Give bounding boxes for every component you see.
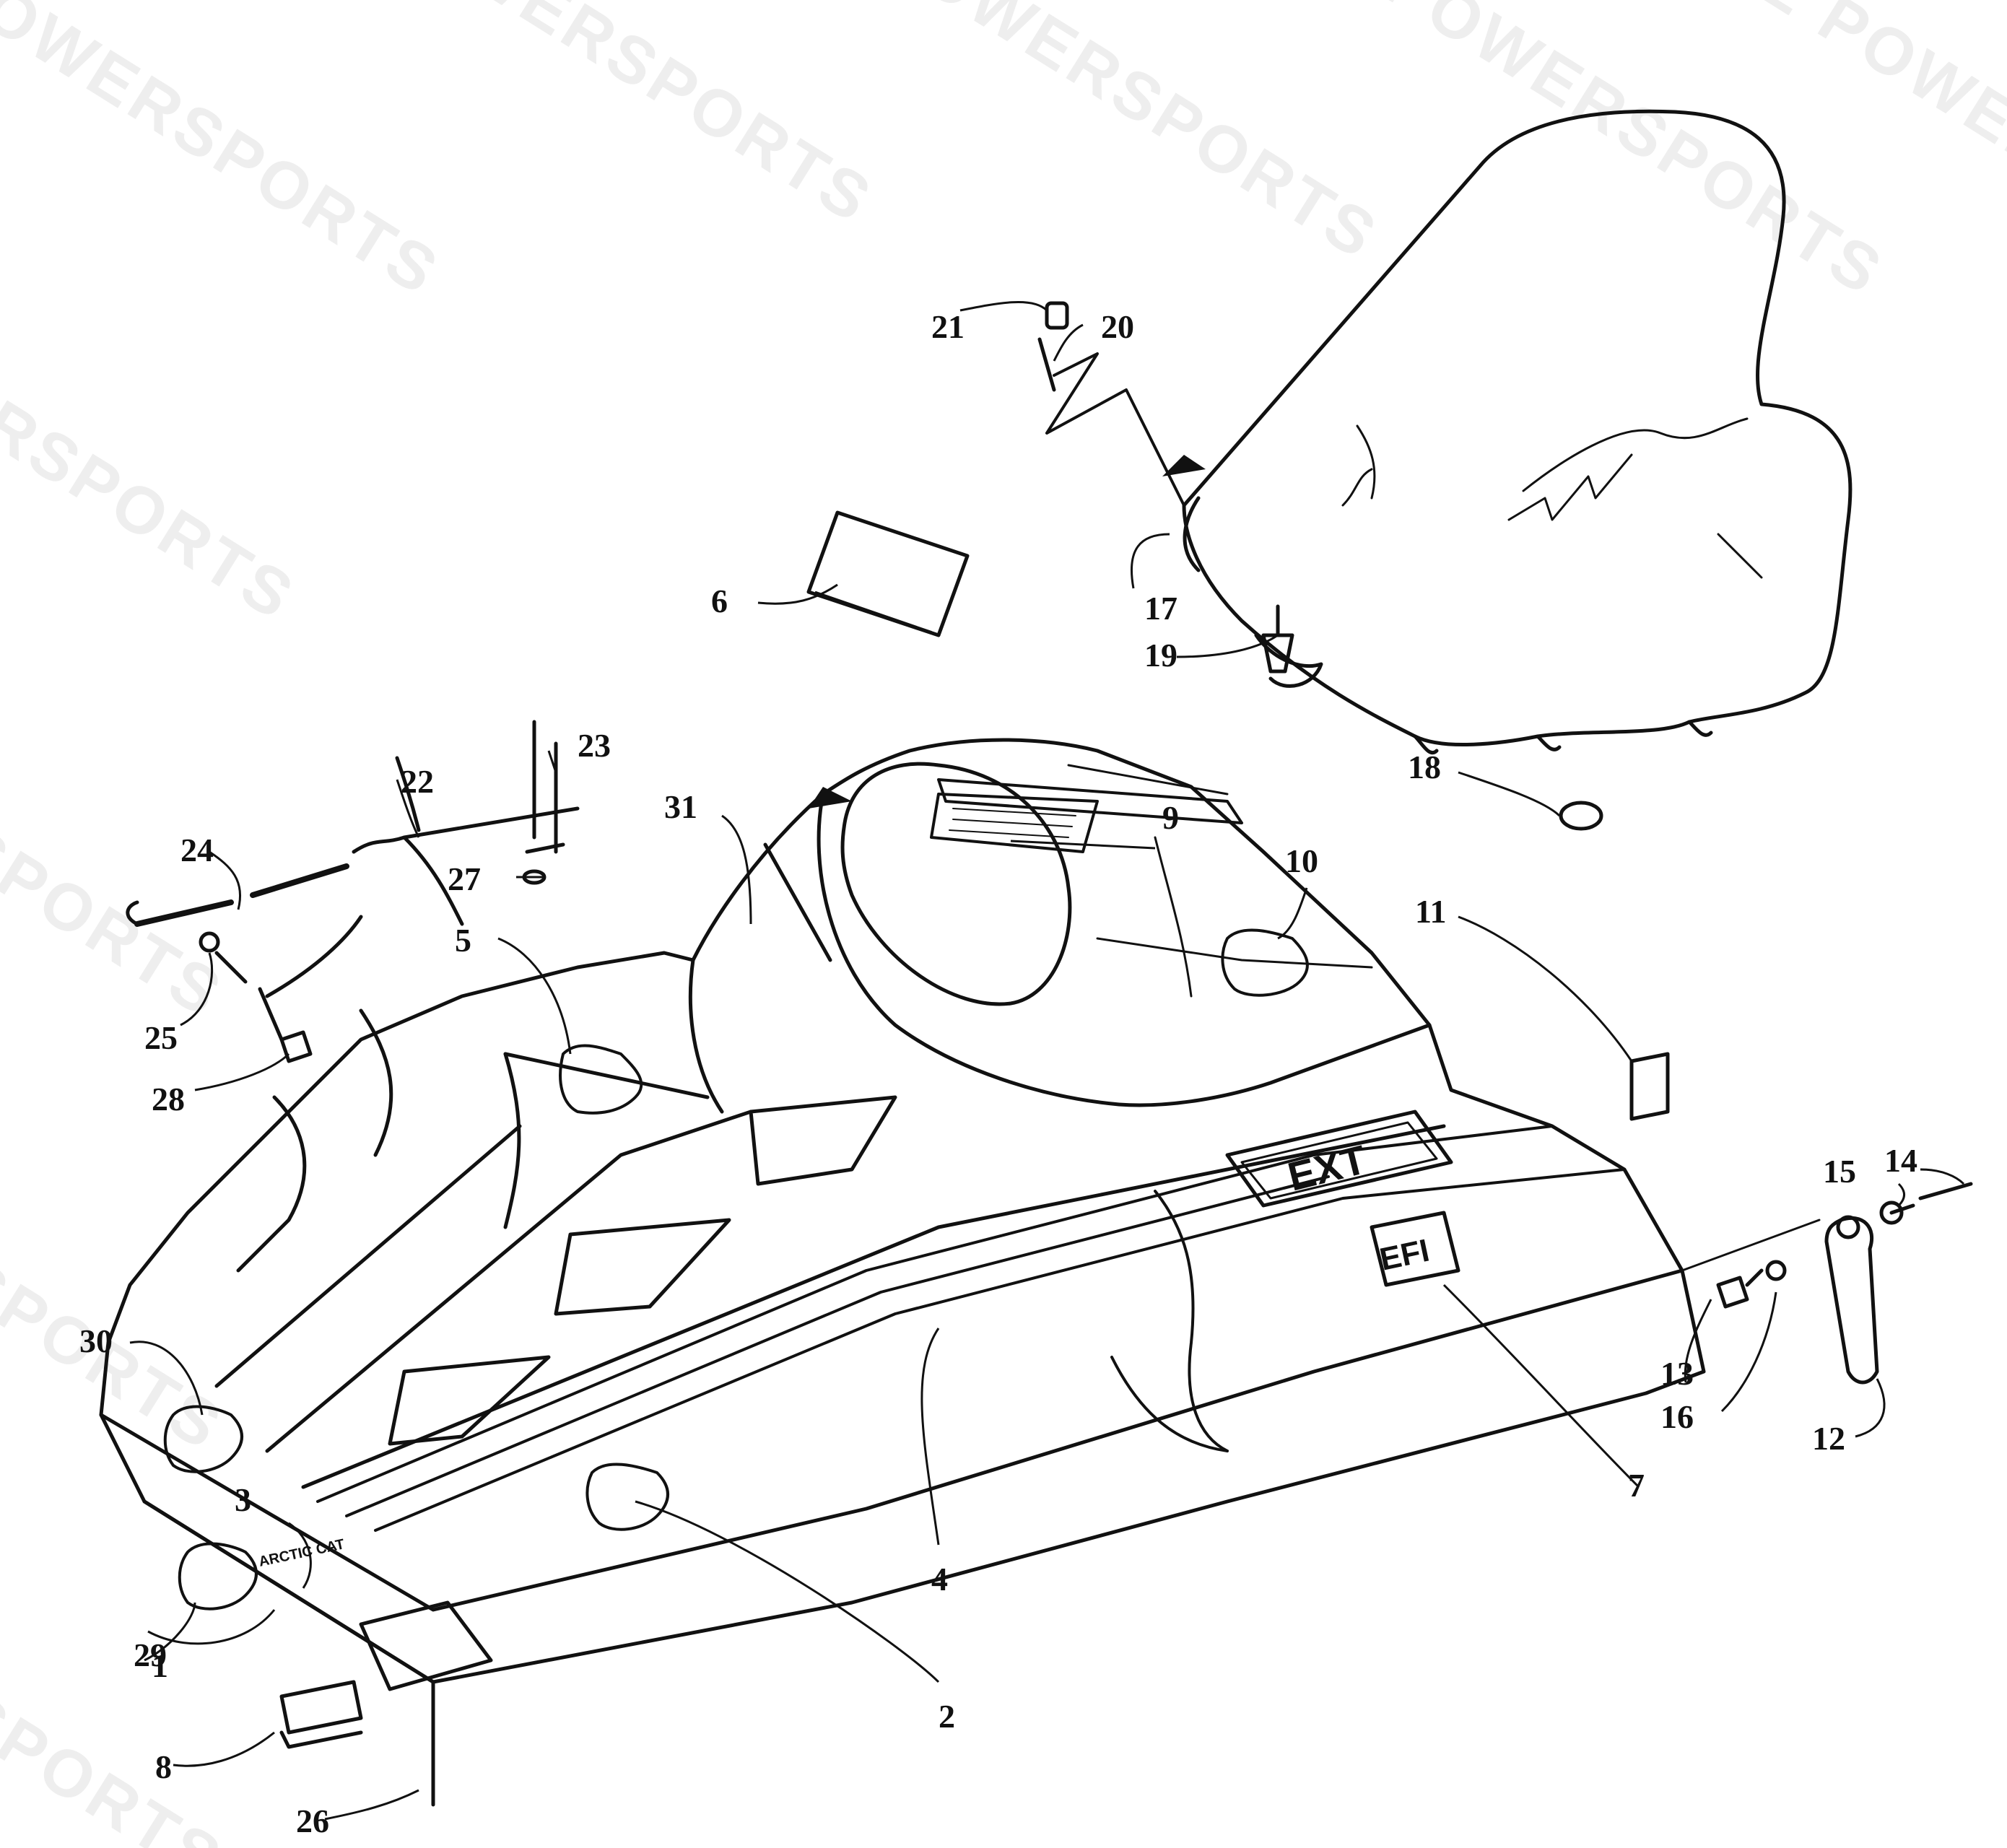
callout-15: 15 <box>1823 1153 1856 1190</box>
callout-12: 12 <box>1812 1420 1845 1457</box>
callout-25: 25 <box>144 1019 178 1056</box>
callout-2: 2 <box>939 1698 955 1735</box>
decal-text-model: EXT <box>1284 1136 1371 1199</box>
owners-manual <box>806 510 970 637</box>
pad-10 <box>1221 928 1309 997</box>
callout-6: 6 <box>711 583 728 619</box>
callout-7: 7 <box>1628 1467 1645 1504</box>
callout-18: 18 <box>1408 749 1441 785</box>
hood-vents <box>214 958 1446 1489</box>
callout-4: 4 <box>931 1561 948 1598</box>
callout-19: 19 <box>1144 637 1177 674</box>
hood-latch-assembly <box>1681 1182 1973 1385</box>
arrow-marker <box>809 787 852 808</box>
pad-2 <box>585 1463 669 1531</box>
pin-washer <box>522 720 832 962</box>
callout-14: 14 <box>1884 1142 1917 1179</box>
callout-31: 31 <box>664 788 697 825</box>
decal-label <box>930 793 1099 853</box>
pad-30 <box>163 1405 243 1473</box>
latch-cable <box>126 741 580 998</box>
callout-24: 24 <box>180 832 214 868</box>
windshield-hardware <box>1037 301 1603 831</box>
ext-decal <box>1225 1110 1453 1208</box>
side-stripes <box>316 1125 1626 1532</box>
arrow-marker <box>1162 455 1206 476</box>
callout-3: 3 <box>235 1481 251 1518</box>
callout-30: 30 <box>79 1322 113 1359</box>
callout-17: 17 <box>1144 590 1177 627</box>
callout-26: 26 <box>296 1803 329 1839</box>
seal-pads <box>163 928 1309 1611</box>
direction-arrows <box>809 455 1206 808</box>
callout-29: 29 <box>134 1636 167 1673</box>
console-cowl <box>817 762 1432 1107</box>
callout-11: 11 <box>1415 893 1447 930</box>
callout-21: 21 <box>931 308 965 345</box>
callout-28: 28 <box>152 1081 185 1117</box>
decal-plate <box>1629 1052 1670 1121</box>
callout-27: 27 <box>448 860 481 897</box>
callout-8: 8 <box>155 1748 172 1785</box>
decal-text-brand: ARCTIC CAT <box>257 1536 346 1570</box>
callout-23: 23 <box>578 727 611 764</box>
windshield <box>1182 109 1853 754</box>
efi-decal <box>1370 1211 1460 1287</box>
callout-13: 13 <box>1660 1355 1694 1392</box>
callout-10: 10 <box>1285 842 1318 879</box>
bolt-nut <box>199 931 313 1063</box>
hood-body <box>99 738 1706 1807</box>
leader-lines <box>129 300 1965 1821</box>
pad-29 <box>178 1542 258 1611</box>
callout-16: 16 <box>1660 1398 1694 1435</box>
decal-text-engine: EFI <box>1377 1233 1432 1278</box>
callout-5: 5 <box>455 922 471 959</box>
callout-22: 22 <box>401 763 434 800</box>
callout-9: 9 <box>1162 799 1179 836</box>
front-bracket <box>279 1600 493 1749</box>
callout-20: 20 <box>1101 308 1134 345</box>
pad-5 <box>559 1044 643 1115</box>
callout-1: 1 <box>152 1647 168 1684</box>
